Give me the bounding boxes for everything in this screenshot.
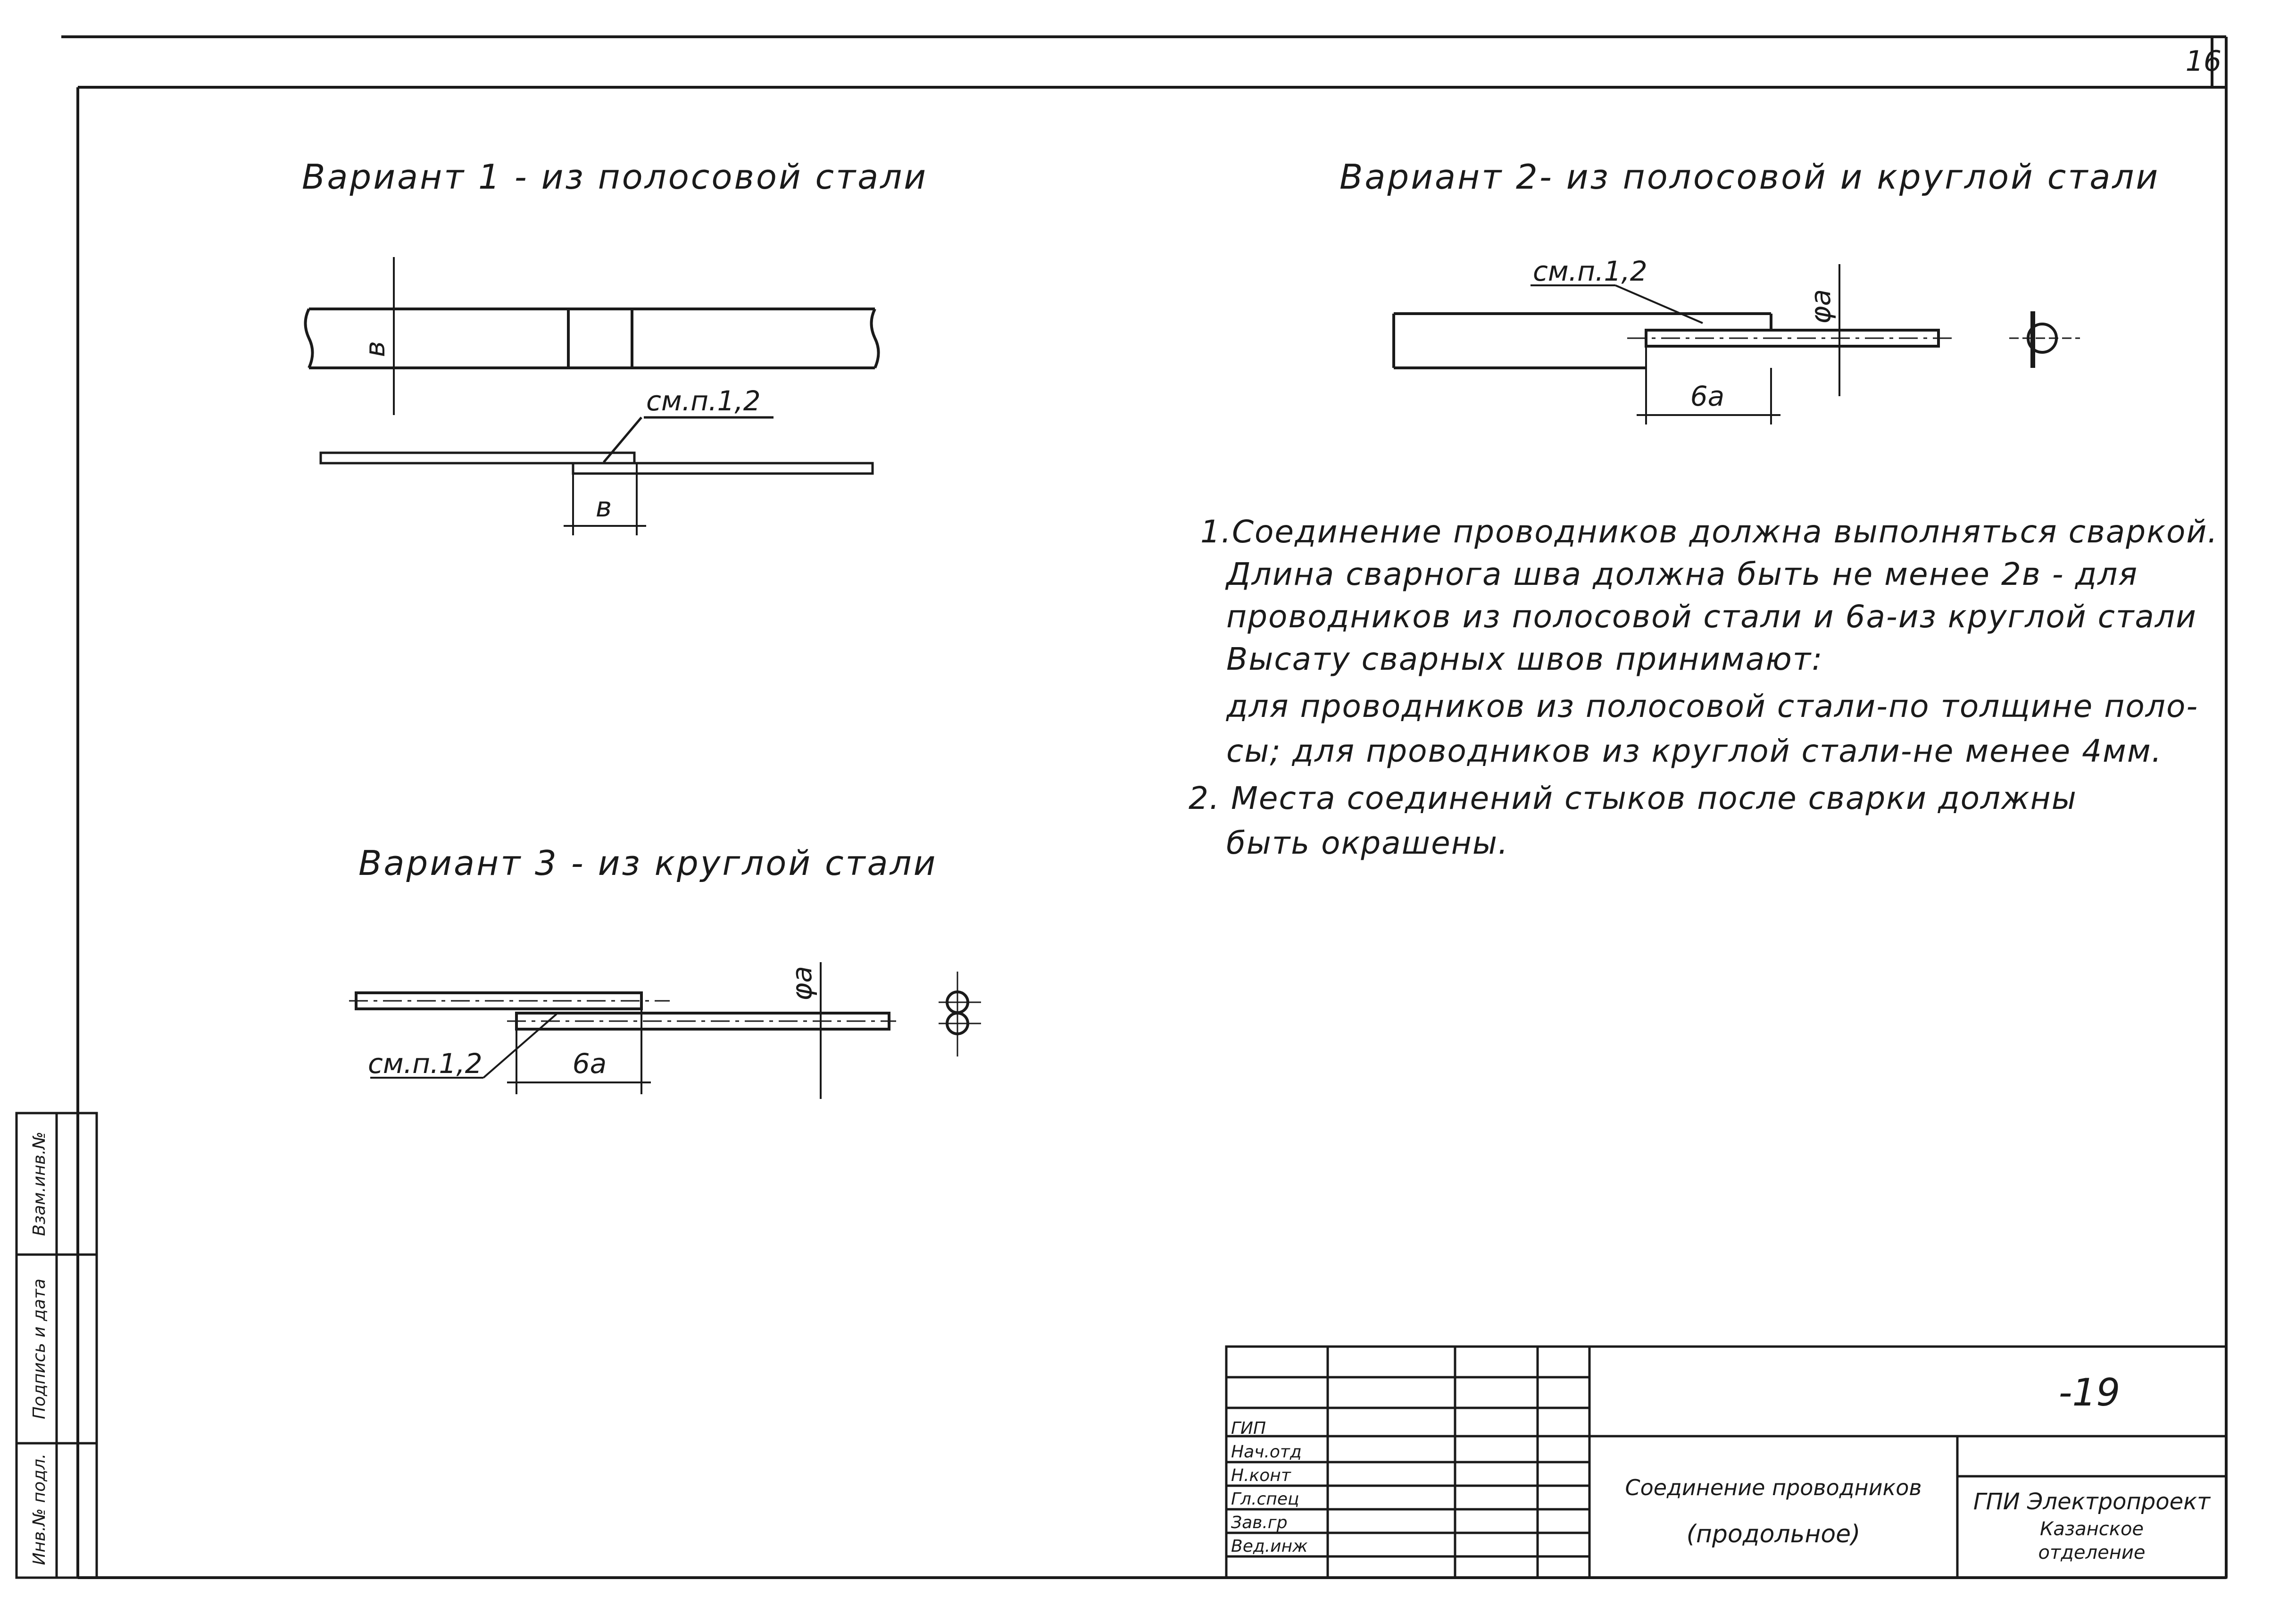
- note-line-6: сы; для проводников из круглой стали-не …: [1226, 733, 2163, 769]
- note-line-2: Длина сварнога шва должна быть не менее …: [1225, 556, 2138, 592]
- title-block-org-line3: отделение: [2038, 1542, 2146, 1564]
- sheet-frame: [61, 35, 2228, 1579]
- variant1-ref: см.п.1,2: [646, 385, 761, 417]
- note-line-5: для проводников из полосовой стали-по то…: [1226, 688, 2198, 724]
- sheet-number: 16: [2186, 45, 2221, 78]
- title-block-org-line1: ГПИ Электропроект: [1973, 1489, 2211, 1515]
- role-group-head: Зав.гр: [1231, 1513, 1288, 1532]
- note-line-3: проводников из полосовой стали и 6а-из к…: [1226, 599, 2197, 635]
- variant2-view: [1392, 264, 2080, 424]
- variant1-title: Вариант 1 - из полосовой стали: [302, 157, 928, 197]
- note-line-8: быть окрашены.: [1226, 825, 1509, 861]
- variant1-dim-b: в: [596, 491, 612, 523]
- note-line-1: 1.Соединение проводников должна выполнят…: [1200, 514, 2218, 550]
- role-lead-engineer: Вед.инж: [1231, 1537, 1308, 1556]
- note-line-7: 2. Места соединений стыков после сварки …: [1189, 780, 2077, 816]
- side-stamp-replace-inv: Взам.инв.№: [30, 1131, 49, 1236]
- role-norm-control: Н.конт: [1231, 1466, 1291, 1485]
- title-block-org-line2: Казанское: [2040, 1518, 2144, 1540]
- side-stamp-inv-number: Инв.№ подл.: [30, 1454, 49, 1565]
- variant3-view: [349, 962, 981, 1099]
- variant1-plan-view: [304, 257, 880, 415]
- side-stamp-signature-date: Подпись и дата: [30, 1279, 49, 1419]
- title-block-title-line1: Соединение проводников: [1625, 1475, 1922, 1500]
- role-gip: ГИП: [1231, 1419, 1266, 1438]
- variant1-dim-b-vertical: в: [359, 341, 391, 357]
- title-block: [1225, 1345, 2228, 1579]
- variant3-title: Вариант 3 - из круглой стали: [358, 843, 937, 883]
- variant3-dim-phi: φа: [786, 966, 818, 1001]
- title-block-title-line2: (продольное): [1687, 1520, 1861, 1548]
- variant2-dim-phi: φа: [1805, 289, 1837, 324]
- variant1-section-view: [319, 416, 874, 535]
- variant2-dim-6a: 6а: [1690, 380, 1724, 412]
- role-head-dept: Нач.отд: [1231, 1442, 1302, 1462]
- variant3-ref: см.п.1,2: [368, 1048, 482, 1080]
- variant2-ref: см.п.1,2: [1533, 255, 1647, 287]
- variant2-title: Вариант 2- из полосовой и круглой стали: [1339, 157, 2160, 197]
- role-chief-spec: Гл.спец: [1231, 1489, 1299, 1509]
- title-block-drawing-code: -19: [2059, 1371, 2121, 1414]
- notes-block: 1.Соединение проводников должна выполнят…: [1189, 514, 2218, 861]
- side-stamp: [15, 1112, 98, 1579]
- variant3-dim-6a: 6а: [573, 1048, 607, 1080]
- note-line-4: Высату сварных швов принимают:: [1226, 641, 1823, 677]
- title-block-roles: ГИП Нач.отд Н.конт Гл.спец Зав.гр Вед.ин…: [1231, 1419, 1308, 1556]
